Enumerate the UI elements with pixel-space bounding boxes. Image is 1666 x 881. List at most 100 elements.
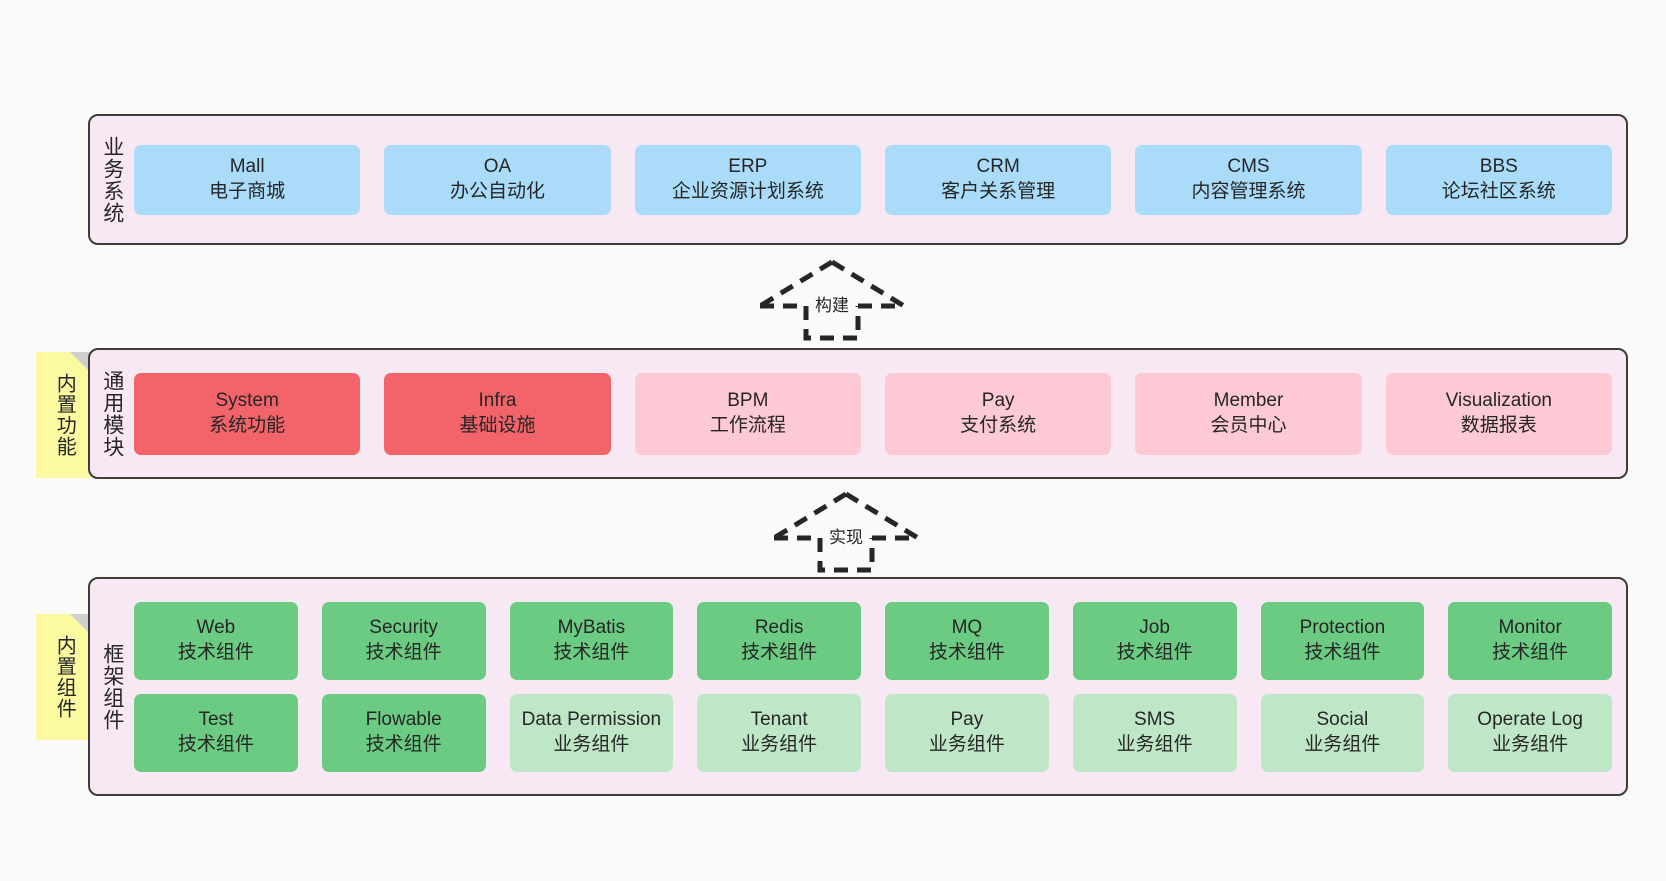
card-title-cn: 电子商城	[209, 180, 286, 202]
module-card-infra[interactable]: Infra 基础设施	[384, 372, 611, 455]
layer-framework-component-title: 框架组件	[100, 642, 124, 731]
module-card-bpm[interactable]: BPM 工作流程	[634, 372, 861, 455]
card-title-cn: 技术组件	[741, 641, 818, 663]
card-title-en: Operate Log	[1477, 708, 1583, 730]
card-title-en: Infra	[478, 389, 517, 411]
card-title-en: CMS	[1227, 155, 1270, 177]
layer-business-system-body: Mall 电子商城 OA 办公自动化 ERP 企业资源计划系统 CRM 客户关系…	[134, 116, 1626, 243]
framework-business-row: Test 技术组件 Flowable 技术组件 Data Permission …	[134, 693, 1612, 772]
card-title-cn: 技术组件	[1304, 641, 1381, 663]
card-title-cn: 技术组件	[365, 733, 442, 755]
card-title-en: Flowable	[365, 708, 442, 730]
card-title-cn: 业务组件	[1304, 733, 1381, 755]
component-card-mq[interactable]: MQ 技术组件	[885, 601, 1049, 680]
card-title-en: Security	[369, 616, 438, 638]
card-title-cn: 技术组件	[553, 641, 630, 663]
card-title-en: BBS	[1479, 155, 1518, 177]
framework-tech-row: Web 技术组件 Security 技术组件 MyBatis 技术组件 Redi…	[134, 601, 1612, 680]
card-title-en: System	[215, 389, 279, 411]
connector-implement-arrow	[772, 491, 920, 573]
card-title-cn: 技术组件	[177, 733, 254, 755]
business-card-cms[interactable]: CMS 内容管理系统	[1135, 144, 1362, 215]
card-title-en: Pay	[950, 708, 984, 730]
card-title-en: Visualization	[1445, 389, 1552, 411]
card-title-en: BPM	[727, 389, 769, 411]
business-card-oa[interactable]: OA 办公自动化	[384, 144, 611, 215]
card-title-en: Protection	[1299, 616, 1386, 638]
business-system-row: Mall 电子商城 OA 办公自动化 ERP 企业资源计划系统 CRM 客户关系…	[134, 144, 1612, 215]
card-title-cn: 技术组件	[365, 641, 442, 663]
business-card-crm[interactable]: CRM 客户关系管理	[884, 144, 1112, 215]
card-title-cn: 论坛社区系统	[1441, 180, 1556, 202]
component-card-tenant[interactable]: Tenant 业务组件	[697, 693, 861, 772]
layer-framework-component: 框架组件 Web 技术组件 Security 技术组件 MyBatis 技术组件…	[88, 577, 1628, 796]
card-title-en: Monitor	[1498, 616, 1562, 638]
card-title-en: Mall	[229, 155, 265, 177]
component-card-pay[interactable]: Pay 业务组件	[885, 693, 1049, 772]
component-card-protection[interactable]: Protection 技术组件	[1260, 601, 1425, 680]
component-card-monitor[interactable]: Monitor 技术组件	[1448, 601, 1612, 680]
module-card-visualization[interactable]: Visualization 数据报表	[1385, 372, 1612, 455]
component-card-mybatis[interactable]: MyBatis 技术组件	[509, 601, 674, 680]
module-card-member[interactable]: Member 会员中心	[1135, 372, 1362, 455]
card-title-cn: 系统功能	[209, 414, 286, 436]
card-title-en: ERP	[728, 155, 768, 177]
connector-implement-label: 实现	[829, 528, 863, 547]
note-builtin-features-label: 内置功能	[53, 373, 76, 457]
card-title-en: Web	[196, 616, 236, 638]
business-card-erp[interactable]: ERP 企业资源计划系统	[634, 144, 861, 215]
card-title-en: Test	[198, 708, 234, 730]
card-title-en: SMS	[1134, 708, 1176, 730]
layer-common-module: 通用模块 System 系统功能 Infra 基础设施 BPM 工作流程 Pay…	[88, 348, 1628, 479]
component-card-test[interactable]: Test 技术组件	[134, 693, 298, 772]
card-title-en: Tenant	[750, 708, 808, 730]
card-title-en: Job	[1139, 616, 1170, 638]
card-title-en: Member	[1213, 389, 1284, 411]
card-title-cn: 技术组件	[1492, 641, 1569, 663]
card-title-cn: 技术组件	[177, 641, 254, 663]
card-title-en: OA	[483, 155, 512, 177]
card-title-en: Data Permission	[521, 708, 662, 730]
component-card-web[interactable]: Web 技术组件	[134, 601, 298, 680]
card-title-cn: 企业资源计划系统	[671, 180, 824, 202]
layer-common-module-body: System 系统功能 Infra 基础设施 BPM 工作流程 Pay 支付系统…	[134, 350, 1626, 477]
layer-framework-component-body: Web 技术组件 Security 技术组件 MyBatis 技术组件 Redi…	[134, 579, 1626, 794]
note-builtin-components: 内置组件	[36, 614, 92, 740]
component-card-data-permission[interactable]: Data Permission 业务组件	[509, 693, 674, 772]
card-title-cn: 技术组件	[1116, 641, 1193, 663]
card-title-cn: 客户关系管理	[941, 180, 1056, 202]
card-title-cn: 业务组件	[1492, 733, 1569, 755]
card-title-en: Social	[1316, 708, 1369, 730]
card-title-en: MQ	[951, 616, 983, 638]
card-title-en: MyBatis	[557, 616, 626, 638]
card-title-cn: 支付系统	[960, 414, 1037, 436]
component-card-operate-log[interactable]: Operate Log 业务组件	[1448, 693, 1612, 772]
component-card-flowable[interactable]: Flowable 技术组件	[321, 693, 486, 772]
component-card-social[interactable]: Social 业务组件	[1260, 693, 1425, 772]
note-builtin-features: 内置功能	[36, 352, 92, 478]
common-module-row: System 系统功能 Infra 基础设施 BPM 工作流程 Pay 支付系统…	[134, 372, 1612, 455]
business-card-mall[interactable]: Mall 电子商城	[134, 144, 361, 215]
module-card-pay[interactable]: Pay 支付系统	[884, 372, 1112, 455]
card-title-cn: 业务组件	[741, 733, 818, 755]
component-card-sms[interactable]: SMS 业务组件	[1072, 693, 1237, 772]
component-card-security[interactable]: Security 技术组件	[321, 601, 486, 680]
component-card-redis[interactable]: Redis 技术组件	[697, 601, 861, 680]
business-card-bbs[interactable]: BBS 论坛社区系统	[1385, 144, 1612, 215]
card-title-cn: 技术组件	[928, 641, 1005, 663]
card-title-cn: 业务组件	[928, 733, 1005, 755]
module-card-system[interactable]: System 系统功能	[134, 372, 361, 455]
card-title-cn: 基础设施	[459, 414, 536, 436]
card-title-cn: 办公自动化	[449, 180, 545, 202]
component-card-job[interactable]: Job 技术组件	[1072, 601, 1237, 680]
layer-business-system-title: 业务系统	[100, 135, 124, 224]
layer-business-system: 业务系统 Mall 电子商城 OA 办公自动化 ERP 企业资源计划系统 CRM…	[88, 114, 1628, 245]
card-title-cn: 数据报表	[1460, 414, 1537, 436]
card-title-en: CRM	[976, 155, 1020, 177]
card-title-cn: 业务组件	[1116, 733, 1193, 755]
note-builtin-components-label: 内置组件	[53, 635, 76, 719]
card-title-en: Pay	[981, 389, 1015, 411]
card-title-en: Redis	[754, 616, 804, 638]
card-title-cn: 业务组件	[553, 733, 630, 755]
